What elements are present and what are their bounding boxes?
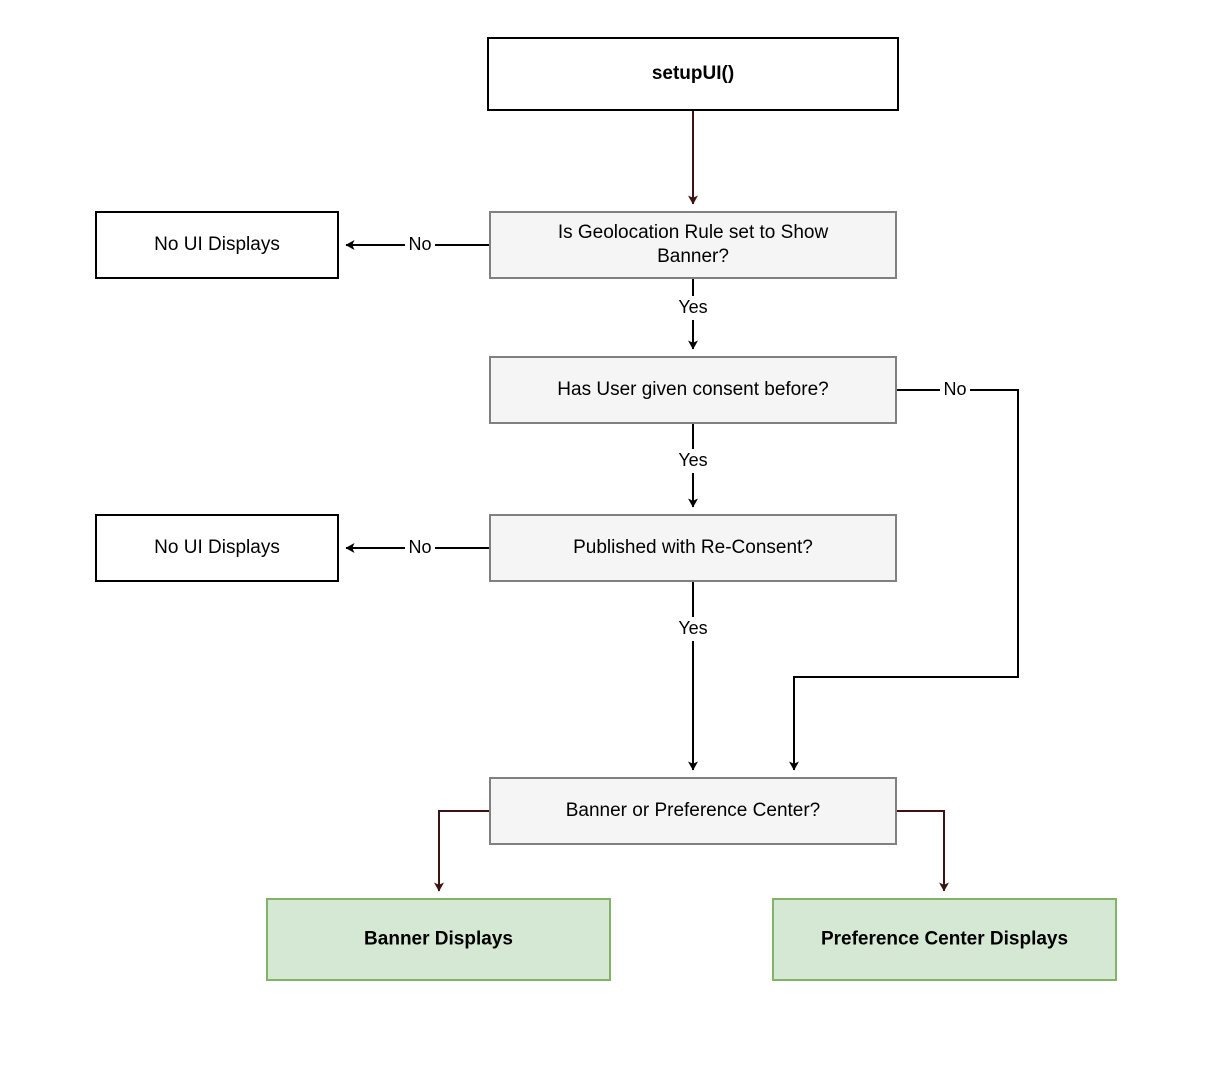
edge-label-bg-geo-yes [672,296,714,320]
edge-label-bg-geo-no [405,233,435,257]
node-preference-center-displays[interactable]: Preference Center Displays [772,898,1117,981]
node-banner-or-pc[interactable]: Banner or Preference Center? [489,777,897,845]
node-box-geolocation-rule [489,211,897,279]
node-label-consent-before: Has User given consent before? [557,379,828,400]
node-no-ui-displays-1[interactable]: No UI Displays [95,211,339,279]
edge-pc-to-banner-displays [434,810,490,892]
node-consent-before[interactable]: Has User given consent before? [489,356,897,424]
node-label-setup-ui: setupUI() [652,63,734,84]
edge-label-reconsent-no: No [408,537,431,557]
node-box-banner-displays [266,898,611,981]
edge-label-reconsent-yes: Yes [678,618,707,638]
node-box-published-reconsent [489,514,897,582]
edge-label-consent-yes: Yes [678,450,707,470]
edge-label-bg-reconsent-yes [672,617,714,641]
edge-label-bg-reconsent-no [405,536,435,560]
node-label-published-reconsent: Published with Re-Consent? [573,537,813,558]
edge-consent-no [789,389,1019,771]
node-setup-ui[interactable]: setupUI() [487,37,899,111]
node-label-banner-displays: Banner Displays [364,929,513,950]
node-published-reconsent[interactable]: Published with Re-Consent? [489,514,897,582]
node-box-banner-or-pc [489,777,897,845]
node-label-no-ui-displays-1: No UI Displays [154,234,280,255]
nodes-layer: setupUI() Is Geolocation Rule set to Show… [95,37,1117,981]
node-box-preference-center-displays [772,898,1117,981]
node-label-preference-center-displays: Preference Center Displays [821,929,1068,950]
edge-label-bg-consent-no [940,378,970,402]
edge-pc-to-preference-center-displays [896,810,949,892]
edge-label-bg-consent-yes [672,449,714,473]
node-box-setup-ui [487,37,899,111]
edge-label-geo-no: No [408,234,431,254]
edge-label-geo-yes: Yes [678,297,707,317]
node-label-no-ui-displays-2: No UI Displays [154,537,280,558]
node-label-banner-or-pc: Banner or Preference Center? [566,800,821,821]
node-box-consent-before [489,356,897,424]
edge-label-consent-no: No [943,379,966,399]
node-no-ui-displays-2[interactable]: No UI Displays [95,514,339,582]
node-box-no-ui-displays-2 [95,514,339,582]
node-box-no-ui-displays-1 [95,211,339,279]
node-banner-displays[interactable]: Banner Displays [266,898,611,981]
